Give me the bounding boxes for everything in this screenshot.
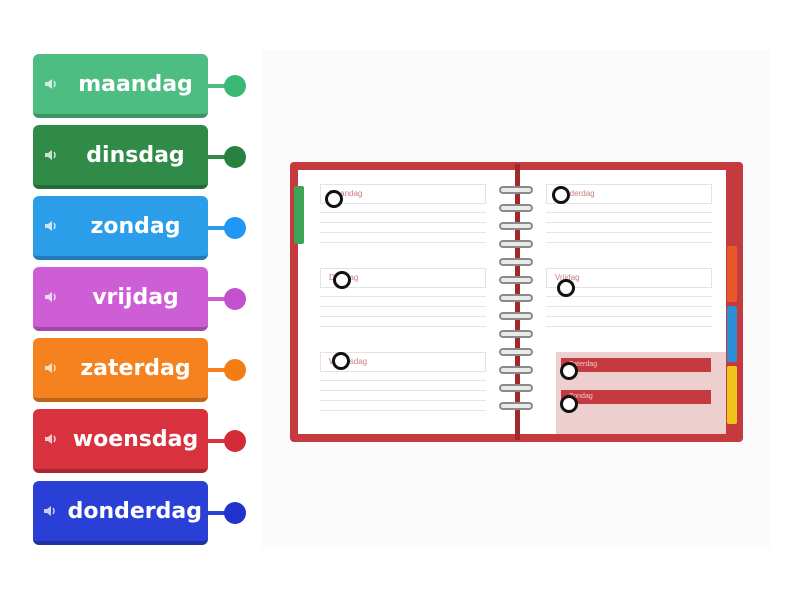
ruled-line (320, 410, 486, 411)
word-tile-maandag[interactable]: maandag (33, 54, 208, 118)
ruled-line (546, 242, 712, 243)
connector-zaterdag[interactable] (207, 359, 246, 381)
speaker-icon[interactable] (33, 433, 69, 445)
word-label: vrijdag (92, 284, 179, 310)
word-tile-zaterdag[interactable]: zaterdag (33, 338, 208, 402)
ruled-line (320, 306, 486, 307)
word-tile-dinsdag[interactable]: dinsdag (33, 125, 208, 189)
planner-tab (727, 306, 737, 362)
word-tile-woensdag[interactable]: woensdag (33, 409, 208, 473)
ruled-line (320, 242, 486, 243)
word-label: woensdag (72, 426, 199, 452)
spiral-ring (499, 204, 533, 212)
spiral-ring (499, 276, 533, 284)
day-header: Maandag (320, 184, 486, 204)
ruled-line (546, 212, 712, 213)
word-label: maandag (78, 71, 193, 97)
word-label: zondag (90, 213, 181, 239)
drag-handle[interactable] (224, 146, 246, 168)
drop-target[interactable] (560, 362, 578, 380)
spiral-rings (499, 182, 535, 422)
spiral-ring (499, 312, 533, 320)
connector-woensdag[interactable] (207, 430, 246, 452)
word-tile-donderdag[interactable]: donderdag (33, 481, 208, 545)
planner-spine (515, 164, 520, 440)
spiral-ring (499, 294, 533, 302)
spiral-ring (499, 222, 533, 230)
spiral-ring (499, 402, 533, 410)
ruled-line (546, 296, 712, 297)
drag-handle[interactable] (224, 502, 246, 524)
planner-tab (727, 366, 737, 424)
drag-handle[interactable] (224, 75, 246, 97)
weekend-day-bar: Zaterdag (561, 358, 711, 372)
ruled-line (320, 232, 486, 233)
day-header: Vrijdag (546, 268, 712, 288)
ruled-line (320, 380, 486, 381)
drag-handle[interactable] (224, 359, 246, 381)
day-header: Donderdag (546, 184, 712, 204)
spiral-ring (499, 384, 533, 392)
speaker-icon[interactable] (33, 505, 68, 517)
drop-target[interactable] (332, 352, 350, 370)
ruled-line (320, 296, 486, 297)
ruled-line (320, 390, 486, 391)
weekend-block: Zaterdag Zondag (556, 352, 726, 434)
ruled-line (320, 212, 486, 213)
ruled-line (546, 222, 712, 223)
drag-handle[interactable] (224, 288, 246, 310)
ruled-line (546, 316, 712, 317)
word-label: donderdag (67, 498, 202, 524)
spiral-ring (499, 186, 533, 194)
drop-target[interactable] (325, 190, 343, 208)
ruled-line (546, 326, 712, 327)
word-tile-zondag[interactable]: zondag (33, 196, 208, 260)
connector-maandag[interactable] (207, 75, 246, 97)
ruled-line (320, 326, 486, 327)
planner-tab (294, 186, 304, 244)
speaker-icon[interactable] (33, 291, 69, 303)
planner-image: Zaterdag Zondag Maandag Dinsdag Woensdag… (290, 162, 743, 442)
spiral-ring (499, 330, 533, 338)
drop-target[interactable] (333, 271, 351, 289)
speaker-icon[interactable] (33, 362, 69, 374)
speaker-icon[interactable] (33, 220, 69, 232)
speaker-icon[interactable] (33, 78, 69, 90)
drop-target[interactable] (552, 186, 570, 204)
weekend-day-bar: Zondag (561, 390, 711, 404)
ruled-line (320, 400, 486, 401)
planner-left-page (298, 170, 516, 434)
spiral-ring (499, 240, 533, 248)
connector-dinsdag[interactable] (207, 146, 246, 168)
connector-donderdag[interactable] (207, 502, 246, 524)
ruled-line (320, 316, 486, 317)
speaker-icon[interactable] (33, 149, 69, 161)
word-tile-vrijdag[interactable]: vrijdag (33, 267, 208, 331)
spiral-ring (499, 348, 533, 356)
drop-target[interactable] (557, 279, 575, 297)
word-label: dinsdag (86, 142, 185, 168)
ruled-line (546, 232, 712, 233)
planner-tab (727, 246, 737, 302)
connector-vrijdag[interactable] (207, 288, 246, 310)
ruled-line (320, 222, 486, 223)
spiral-ring (499, 258, 533, 266)
ruled-line (546, 306, 712, 307)
drag-handle[interactable] (224, 430, 246, 452)
drag-handle[interactable] (224, 217, 246, 239)
spiral-ring (499, 366, 533, 374)
connector-zondag[interactable] (207, 217, 246, 239)
drop-target[interactable] (560, 395, 578, 413)
word-label: zaterdag (80, 355, 191, 381)
